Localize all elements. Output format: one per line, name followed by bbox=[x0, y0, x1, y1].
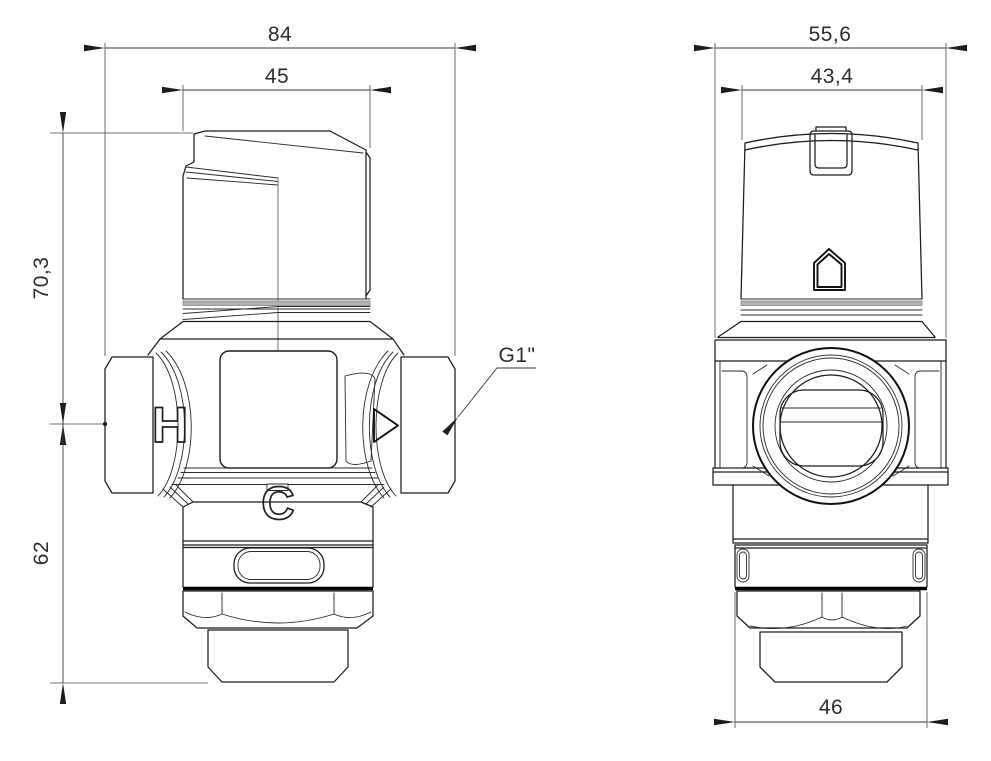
dimension-43-4: 43,4 bbox=[721, 65, 943, 140]
knob-side-rib-band bbox=[740, 300, 923, 306]
knob-chamfer-line bbox=[204, 135, 364, 154]
side-slot-left-outer bbox=[736, 548, 750, 583]
dimension-45: 45 bbox=[162, 65, 391, 148]
valve-body-side bbox=[712, 339, 949, 505]
knob-spiral-lines bbox=[185, 166, 279, 186]
tailpiece-front bbox=[207, 629, 349, 683]
corner-stubs bbox=[162, 484, 392, 508]
side-slot-right-outer bbox=[912, 548, 926, 583]
extension-lines-70-3 bbox=[50, 132, 193, 425]
thread-label: G1" bbox=[499, 344, 536, 367]
thread-leader: G1" bbox=[442, 344, 536, 436]
body-corner-webs bbox=[752, 364, 910, 477]
cold-tab bbox=[266, 483, 289, 491]
body-side-outline bbox=[712, 339, 949, 486]
dimension-46: 46 bbox=[714, 592, 948, 728]
knob-side-rib-lines bbox=[740, 298, 923, 316]
neck-front bbox=[182, 501, 374, 546]
dimension-55-6: 55,6 bbox=[694, 23, 967, 338]
wing-curves-right bbox=[362, 350, 399, 499]
port-cavity-chords bbox=[779, 407, 884, 423]
body-wedge bbox=[344, 372, 376, 465]
port-circle-ring-2 bbox=[762, 357, 900, 495]
body-side-panels bbox=[721, 370, 940, 469]
dimension-text-43-4: 43,4 bbox=[811, 65, 854, 88]
knob-rib-band bbox=[182, 300, 371, 306]
oval-slot-inner bbox=[237, 551, 321, 580]
knob-top-tab bbox=[809, 126, 853, 176]
extension-lines-43-4 bbox=[741, 85, 923, 140]
lower-stack-front bbox=[182, 501, 374, 683]
knob-front bbox=[182, 130, 371, 351]
port-circle-ring-3 bbox=[774, 369, 888, 483]
side-slot-right-inner bbox=[915, 551, 923, 580]
extension-lines-84 bbox=[104, 43, 456, 356]
extension-lines-55-6 bbox=[714, 43, 947, 338]
hex-nut-facets-side bbox=[749, 592, 908, 630]
side-view: 55,6 43,4 46 bbox=[694, 23, 967, 728]
flow-arrow-marking bbox=[373, 408, 399, 443]
dimension-text-45: 45 bbox=[265, 65, 289, 88]
port-circle-outer bbox=[752, 347, 910, 505]
hex-nut-front bbox=[182, 590, 374, 629]
dimension-text-55-6: 55,6 bbox=[809, 23, 852, 46]
dimension-text-62: 62 bbox=[30, 541, 53, 565]
body-shoulders bbox=[147, 320, 405, 356]
slot-band-side bbox=[734, 544, 928, 588]
hex-nut-side bbox=[736, 590, 921, 629]
knob-outline bbox=[182, 130, 371, 300]
leader-line bbox=[442, 367, 536, 436]
extension-lines-46 bbox=[734, 592, 928, 728]
dimension-text-84: 84 bbox=[268, 23, 292, 46]
dimension-62: 62 bbox=[30, 403, 208, 704]
union-left bbox=[104, 356, 154, 494]
side-slot-left-inner bbox=[739, 551, 747, 580]
dimension-84: 84 bbox=[84, 23, 476, 356]
port-cavity bbox=[779, 389, 884, 467]
union-right bbox=[400, 356, 456, 494]
front-view: H C 84 45 bbox=[30, 23, 536, 704]
knob-side-outline bbox=[740, 132, 923, 300]
flange-lines bbox=[171, 467, 385, 485]
extension-lines-45 bbox=[182, 85, 371, 148]
centerline-dot bbox=[102, 421, 108, 427]
lower-stack-side bbox=[732, 484, 929, 683]
knob-side-base bbox=[717, 320, 936, 339]
dimension-70-3: 70,3 bbox=[30, 112, 193, 445]
neck-side bbox=[732, 484, 929, 544]
port-circle-ring-1 bbox=[759, 354, 903, 498]
body-side-inner-lines bbox=[719, 360, 942, 469]
cold-marking: C bbox=[261, 477, 294, 529]
label-plate bbox=[219, 350, 338, 469]
dimension-text-70-3: 70,3 bbox=[30, 257, 53, 300]
oval-slot-outer bbox=[233, 547, 325, 584]
knob-side bbox=[717, 126, 936, 339]
valve-body-front: H C bbox=[104, 320, 456, 530]
hot-marking: H bbox=[152, 397, 188, 453]
knob-rib-lines bbox=[182, 298, 371, 320]
hex-nut-facets-front bbox=[184, 592, 372, 624]
tailpiece-side bbox=[759, 631, 903, 683]
pentagon-icon bbox=[813, 248, 846, 291]
dimension-text-46: 46 bbox=[819, 696, 843, 719]
